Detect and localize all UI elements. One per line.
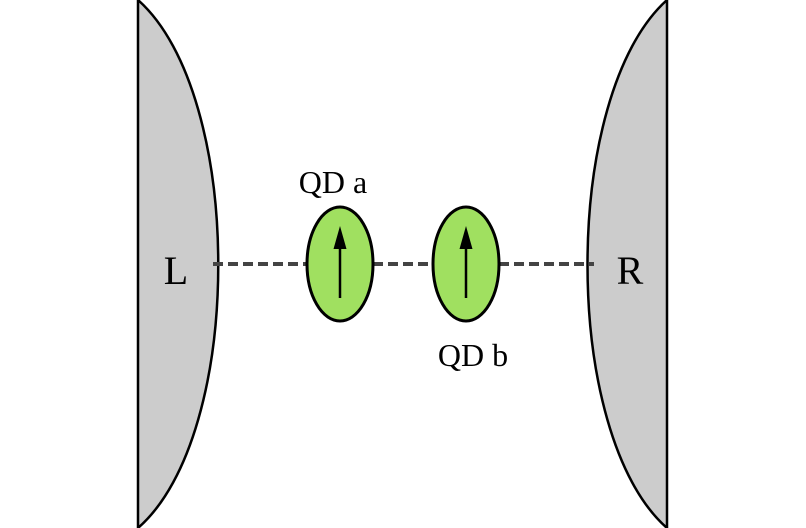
right-lead-label: R <box>617 248 644 293</box>
left-lead-shape <box>136 0 220 528</box>
left-lead-label: L <box>164 248 188 293</box>
spin-up-arrow-icon <box>459 226 473 298</box>
quantum-dot-a: QD a <box>299 164 375 323</box>
right-lead: R <box>586 0 669 528</box>
spin-up-arrow-icon <box>333 226 347 298</box>
left-lead: L <box>136 0 220 528</box>
quantum-dot-a-label: QD a <box>299 164 367 200</box>
quantum-dot-b-label: QD b <box>438 337 508 373</box>
right-lead-shape <box>586 0 669 528</box>
quantum-dot-b: QD b <box>431 205 508 373</box>
